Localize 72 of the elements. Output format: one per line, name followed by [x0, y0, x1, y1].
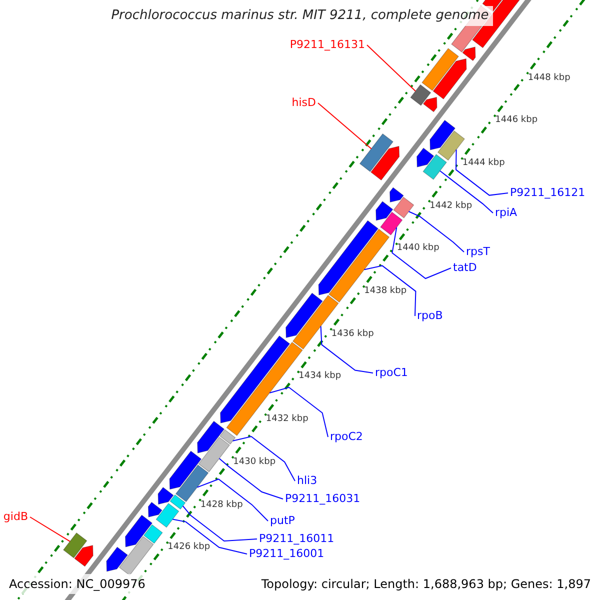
leader-line — [232, 436, 296, 482]
gene-block — [437, 130, 465, 161]
gene-feature — [430, 120, 456, 150]
gene-block — [328, 228, 390, 303]
scale-label: 1428 kbp — [200, 500, 243, 511]
leader-line — [218, 458, 284, 500]
leader-line — [456, 149, 508, 196]
gene-block — [170, 494, 186, 510]
gene-block — [156, 502, 180, 528]
gene-label: P9211_16121 — [510, 186, 586, 200]
gene-feature — [286, 292, 323, 338]
gene-feature — [148, 502, 162, 518]
gene-feature — [220, 335, 290, 424]
gene-block — [359, 133, 394, 172]
leader-line — [320, 326, 374, 374]
gene-label: rpoB — [417, 309, 443, 323]
gene-feature — [376, 201, 394, 221]
gene-block — [143, 524, 163, 544]
gene-feature — [169, 450, 202, 490]
scale-label: 1446 kbp — [495, 115, 538, 126]
gene-feature — [390, 187, 404, 203]
leader-line — [30, 516, 70, 542]
scale-label: 1432 kbp — [266, 414, 308, 426]
gene-label: hisD — [292, 96, 316, 110]
gene-feature — [370, 146, 400, 181]
scale-label: 1430 kbp — [233, 456, 276, 468]
gene-block — [422, 48, 459, 91]
leader-line — [269, 386, 328, 438]
gene-feature — [422, 96, 438, 112]
leader-line — [392, 227, 452, 280]
gene-label: P9211_16131 — [290, 38, 365, 52]
gene-block — [220, 429, 236, 444]
leader-line — [196, 478, 268, 522]
gene-feature — [197, 420, 225, 454]
leader-line — [172, 518, 248, 554]
gene-feature — [416, 148, 434, 168]
scale-label: 1434 kbp — [298, 371, 342, 382]
leader-line — [318, 102, 372, 150]
gene-label: gidB — [3, 510, 28, 524]
gene-feature — [106, 546, 128, 572]
gene-block — [118, 536, 154, 576]
leader-line — [364, 265, 416, 316]
gene-feature — [432, 58, 467, 100]
gene-feature — [74, 544, 94, 567]
gene-label: rpiA — [495, 206, 518, 220]
gene-block — [410, 84, 432, 106]
gene-block — [393, 196, 414, 218]
leader-line — [440, 170, 494, 214]
scale-label: 1442 kbp — [430, 200, 472, 212]
scale-label: 1438 kbp — [364, 286, 407, 298]
gene-label: putP — [270, 514, 295, 528]
leader-line — [182, 506, 258, 542]
gene-block — [62, 532, 88, 558]
gene-label: P9211_16031 — [285, 492, 360, 506]
gene-label: rpoC2 — [330, 430, 363, 444]
leader-line — [408, 211, 464, 252]
scale-label: 1444 kbp — [462, 158, 505, 170]
scale-label: 1436 kbp — [331, 328, 374, 340]
gene-label: tatD — [453, 261, 477, 275]
scale-label: 1440 kbp — [396, 243, 440, 254]
gene-label: rpoC1 — [375, 366, 408, 380]
scale-label: 1448 kbp — [528, 72, 570, 84]
gene-label: hli3 — [297, 474, 318, 488]
gene-feature — [125, 514, 153, 548]
gene-feature — [462, 46, 476, 62]
gene-label: P9211_16001 — [249, 547, 324, 561]
gene-block — [380, 212, 403, 236]
gene-block — [198, 436, 230, 472]
gene-label: P9211_16011 — [259, 532, 334, 546]
gene-label: rpsT — [466, 245, 490, 259]
scale-label: 1426 kbp — [168, 542, 210, 554]
gene-block — [422, 154, 447, 180]
